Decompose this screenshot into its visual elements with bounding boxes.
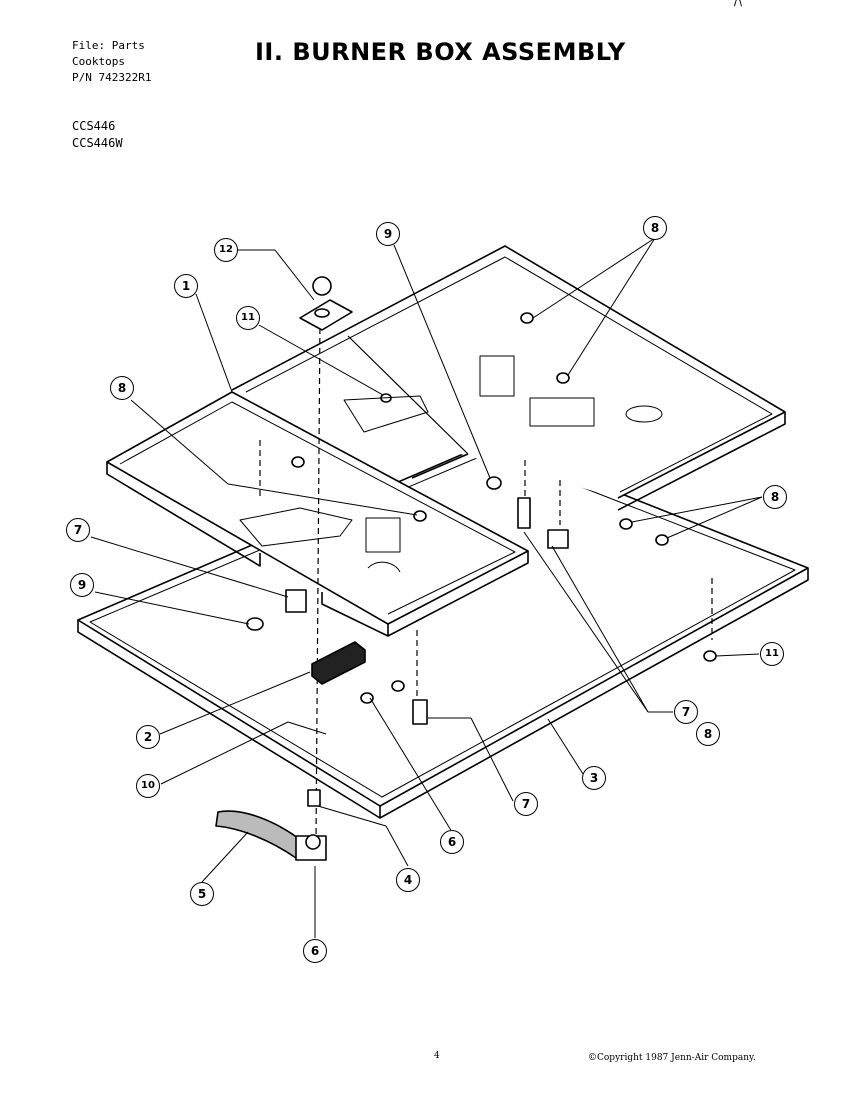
callout-c12: 12 — [214, 238, 238, 262]
callout-c9a: 9 — [376, 222, 400, 246]
model-number: CCS446 — [72, 119, 116, 133]
left-upper-panel — [106, 391, 529, 637]
page-title: II. BURNER BOX ASSEMBLY — [255, 38, 626, 66]
copyright: ©Copyright 1987 Jenn-Air Company. — [588, 1053, 756, 1063]
callout-c10: 10 — [136, 774, 160, 798]
callout-c6b: 6 — [303, 939, 327, 963]
callout-c2: 2 — [136, 725, 160, 749]
callout-c6a: 6 — [440, 830, 464, 854]
callout-c8d: 8 — [696, 722, 720, 746]
gasket-plate — [299, 276, 353, 331]
assembly-lines — [259, 317, 713, 841]
model-list: CCS446 CCS446W — [72, 118, 123, 152]
callout-c8a: 8 — [643, 216, 667, 240]
callout-c11a: 11 — [236, 306, 260, 330]
callout-c1: 1 — [174, 274, 198, 298]
right-upper-panel — [231, 245, 786, 511]
callout-c8c: 8 — [763, 485, 787, 509]
callout-c8b: 8 — [110, 376, 134, 400]
callout-c7a: 7 — [66, 518, 90, 542]
panel-details — [239, 355, 663, 573]
file-info: File: Parts Cooktops P/N 742322R1 — [72, 38, 151, 86]
callout-c9b: 9 — [70, 573, 94, 597]
callout-c7b: 7 — [674, 700, 698, 724]
model-number: CCS446W — [72, 136, 123, 150]
valves — [285, 497, 569, 725]
callout-c3: 3 — [582, 766, 606, 790]
corner-mark: /\ — [733, 0, 742, 8]
category-line: Cooktops — [72, 55, 125, 68]
page-number: 4 — [434, 1051, 440, 1061]
leader-lines — [90, 237, 763, 938]
part-number-line: P/N 742322R1 — [72, 71, 152, 84]
file-line: File: Parts — [72, 39, 145, 52]
terminal-block — [311, 641, 366, 685]
callout-c7c: 7 — [514, 792, 538, 816]
burner-tube — [215, 789, 327, 861]
callout-c5: 5 — [190, 882, 214, 906]
callout-c4: 4 — [396, 868, 420, 892]
callout-c11b: 11 — [760, 642, 784, 666]
